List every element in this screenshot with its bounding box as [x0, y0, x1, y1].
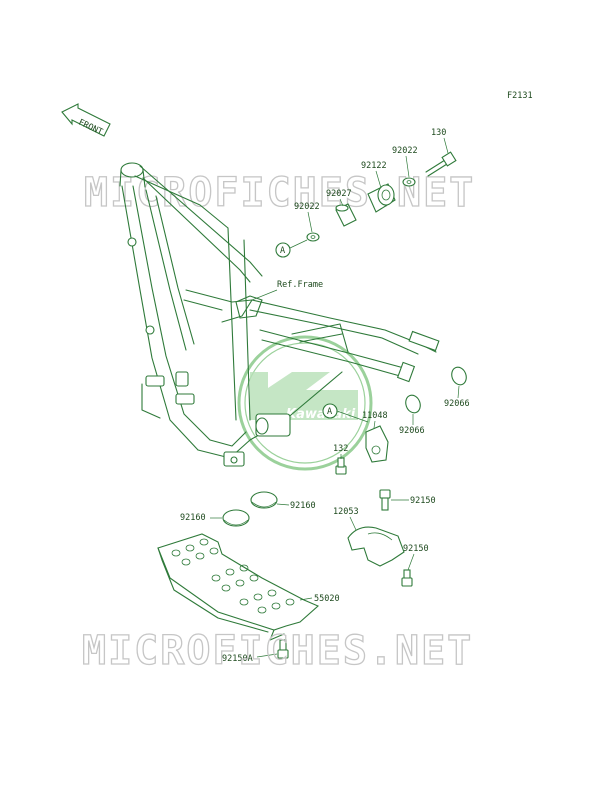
part-55020-skid-plate [157, 533, 320, 641]
part-92122-bushing [367, 183, 396, 213]
callout-92022-lower: 92022 [294, 202, 320, 212]
callout-132: 132 [333, 444, 348, 454]
svg-text:A: A [280, 246, 285, 256]
callout-12053: 12053 [333, 507, 359, 517]
part-92022-washer-upper [402, 177, 416, 187]
frame-drawing [119, 162, 440, 467]
front-arrow: FRONT [61, 103, 111, 138]
callout-92150-lower: 92150 [403, 544, 429, 554]
part-11048-bracket [365, 425, 389, 463]
watermark-bottom: MICROFICHES.NET [82, 628, 473, 674]
callout-92160-upper: 92160 [290, 501, 316, 511]
callout-92150-upper: 92150 [410, 496, 436, 506]
part-92066-cap-right [451, 366, 467, 386]
ref-mark-a-lower: A [322, 403, 369, 423]
figure-code: F2131 [507, 91, 533, 101]
part-92150-bolt-lower [401, 569, 413, 587]
part-92066-cap-left [405, 394, 421, 414]
watermark-top: MICROFICHES.NET [84, 170, 475, 216]
part-92022-washer-lower [306, 232, 320, 242]
callout-130: 130 [431, 128, 446, 138]
callout-92122: 92122 [361, 161, 387, 171]
part-130-bolt [425, 151, 457, 177]
callout-92027: 92027 [326, 189, 352, 199]
part-92160-cap-upper [250, 491, 278, 509]
callout-92066-right: 92066 [444, 399, 470, 409]
callout-92022-upper: 92022 [392, 146, 418, 156]
part-12053-bracket [347, 526, 405, 567]
part-92150A-bolt [277, 639, 289, 659]
callout-11048: 11048 [362, 411, 388, 421]
ref-mark-a-upper: A [275, 239, 308, 258]
part-132-bolt [335, 457, 347, 475]
callout-55020: 55020 [314, 594, 340, 604]
part-92160-cap-lower [222, 509, 250, 527]
callout-92150A: 92150A [222, 654, 253, 664]
logo-text: Kawasaki [286, 407, 356, 422]
svg-text:A: A [327, 407, 332, 417]
part-92027-collar [335, 203, 357, 227]
ref-frame-label: Ref.Frame [277, 280, 323, 290]
callout-92066-left: 92066 [399, 426, 425, 436]
callout-92160-lower: 92160 [180, 513, 206, 523]
part-92150-bolt-upper [379, 489, 391, 511]
